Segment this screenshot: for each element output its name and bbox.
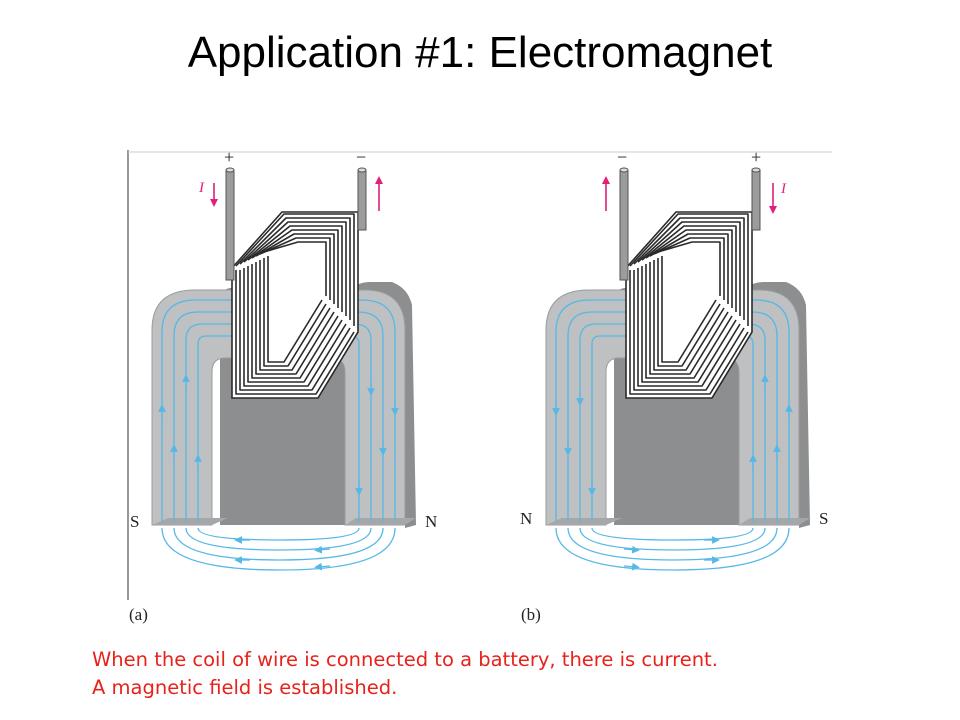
panel-label-b: (b) <box>521 605 541 624</box>
pole-face-right-b <box>739 518 810 525</box>
current-label-b: I <box>780 181 787 197</box>
field-arrows-core-a <box>158 374 399 496</box>
terminal-left-b <box>619 169 629 281</box>
caption: When the coil of wire is connected to a … <box>92 646 952 702</box>
terminal-right-b-top <box>751 167 761 173</box>
terminal-right-a <box>357 169 367 231</box>
pole-label-left-a: S <box>130 512 139 531</box>
terminal-label-right-a: − <box>356 147 366 167</box>
panel-label-a: (a) <box>129 605 148 624</box>
pole-face-right-a <box>345 518 416 525</box>
panel-a: + − I S N (a) <box>129 147 437 624</box>
field-arrows-external-a <box>234 536 331 571</box>
terminal-left-a-top <box>225 167 235 173</box>
terminal-label-right-b: + <box>751 147 761 167</box>
field-arrows-external-b <box>623 536 720 571</box>
coil-a <box>231 211 359 399</box>
pole-label-left-b: N <box>520 509 532 528</box>
pole-face-left-b <box>546 518 622 525</box>
pole-label-right-a: N <box>425 512 437 531</box>
current-label-a: I <box>198 180 205 196</box>
slide-title: Application #1: Electromagnet <box>187 28 773 77</box>
terminal-left-a <box>225 169 235 281</box>
coil-b <box>625 211 753 399</box>
pole-label-right-b: S <box>819 509 828 528</box>
terminal-label-left-b: − <box>617 147 627 167</box>
pole-face-left-a <box>152 518 228 525</box>
terminal-right-a-top <box>357 167 367 173</box>
field-arrows-core-b <box>552 374 793 496</box>
caption-line-2: A magnetic field is established. <box>92 676 398 699</box>
panel-b: − + I N S (b) <box>520 147 828 624</box>
caption-line-1: When the coil of wire is connected to a … <box>92 648 718 671</box>
terminal-left-b-top <box>619 167 629 173</box>
field-lines-external-a <box>161 527 396 571</box>
field-lines-external-b <box>555 527 790 571</box>
terminal-right-b <box>751 169 761 231</box>
terminal-label-left-a: + <box>224 147 234 167</box>
